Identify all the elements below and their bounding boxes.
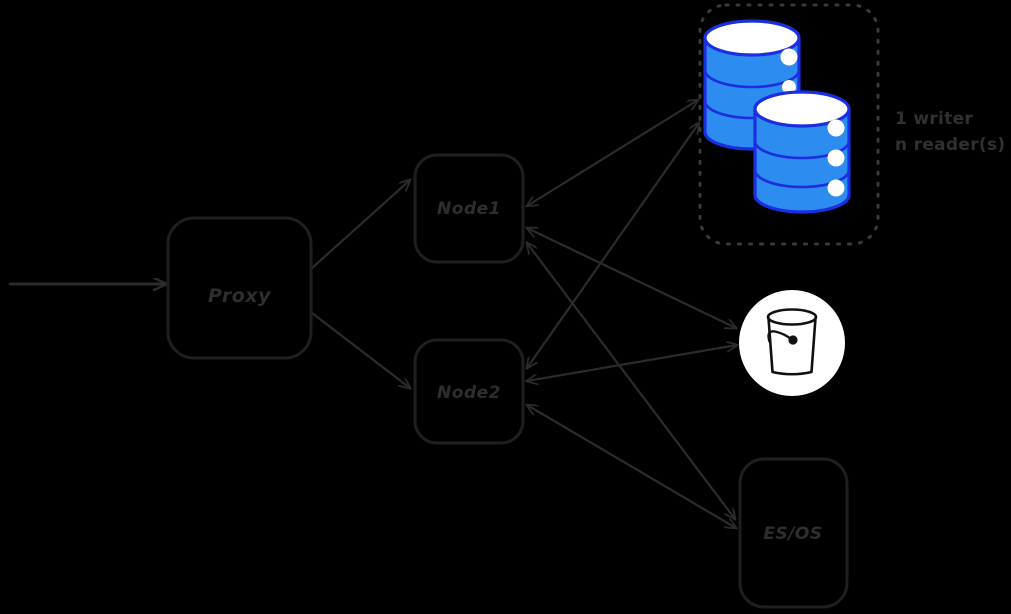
edge-proxy-node1	[310, 180, 410, 270]
node2-node-shape	[413, 338, 525, 445]
object-storage-bucket[interactable]	[739, 290, 845, 396]
bucket-handle	[767, 330, 793, 343]
database-front-divider-2	[753, 169, 851, 189]
edge-node1-database	[527, 100, 698, 206]
connector-edges	[310, 100, 737, 528]
database-front-led-3	[827, 179, 845, 197]
database-front-led-2	[827, 149, 845, 167]
search-engine-shape	[738, 457, 849, 609]
proxy-node-label: Proxy	[208, 285, 272, 307]
edge-node1-bucket	[527, 228, 736, 328]
edge-node2-bucket	[527, 345, 737, 381]
database-front-led-1	[827, 119, 845, 137]
bucket-body	[767, 316, 817, 376]
bucket-handle-knob	[788, 335, 798, 345]
search-engine-node[interactable]: ES/OS	[738, 457, 849, 609]
node1-node-label: Node1	[437, 199, 501, 219]
database-front-body	[753, 107, 851, 214]
edge-node1-search	[527, 243, 735, 519]
node2-node[interactable]: Node2	[413, 338, 525, 445]
edge-node2-database	[527, 123, 699, 368]
database-front-top	[753, 90, 851, 128]
edge-proxy-node2	[310, 311, 410, 388]
database-back-divider-1	[703, 69, 801, 89]
node2-node-label: Node2	[437, 383, 501, 403]
bucket-rim	[766, 308, 818, 326]
database-back-top	[703, 19, 801, 57]
edge-node2-search	[527, 405, 736, 528]
database-back-led-2	[782, 80, 796, 94]
database-front-divider-1	[753, 140, 851, 160]
annotation-line-1: 1 writer	[895, 109, 973, 129]
database-cylinder-front	[753, 90, 851, 214]
annotation-line-2: n reader(s)	[895, 135, 1005, 155]
proxy-node-shape	[166, 216, 313, 360]
node1-node[interactable]: Node1	[413, 153, 525, 264]
database-group[interactable]	[698, 3, 880, 246]
node1-node-shape	[413, 153, 525, 264]
search-engine-label: ES/OS	[763, 524, 822, 544]
database-back-led-1	[780, 48, 798, 66]
bucket-icon	[766, 308, 818, 376]
database-annotation: 1 writer n reader(s)	[895, 109, 1005, 155]
proxy-node[interactable]: Proxy	[166, 216, 313, 360]
